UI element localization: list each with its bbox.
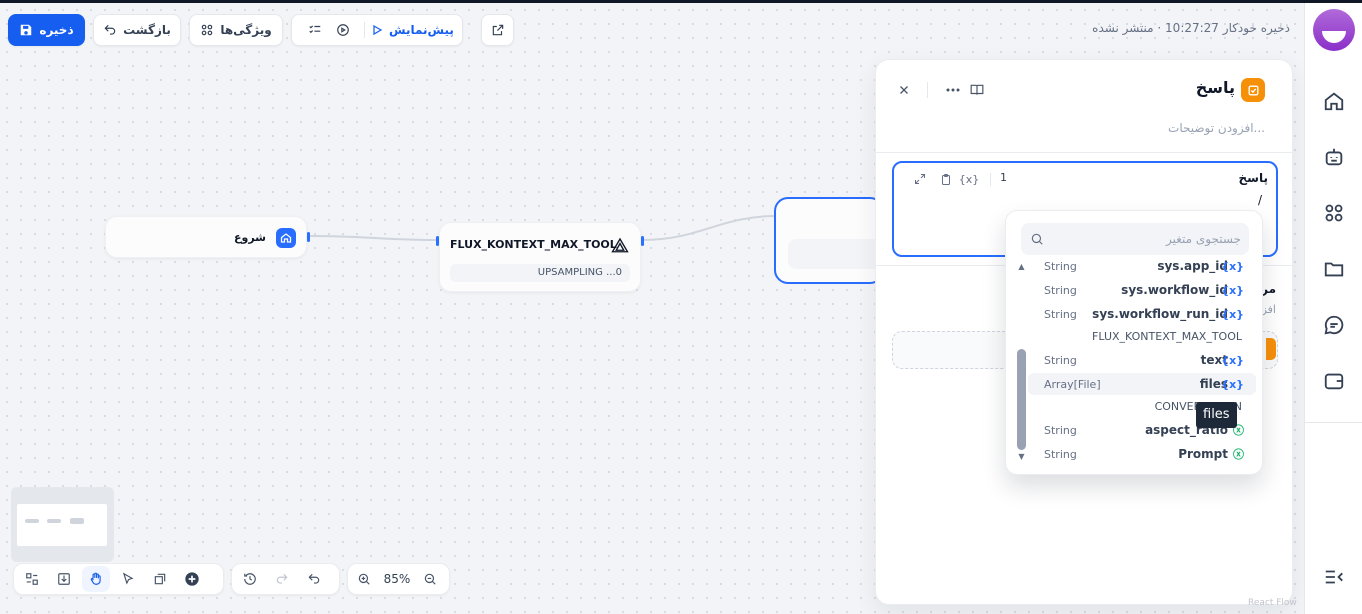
preview-label: پیش‌نمایش <box>389 23 454 37</box>
edge-start-to-tool <box>309 235 441 241</box>
features-button[interactable]: ویژگی‌ها <box>189 14 283 46</box>
variable-icon: {x} <box>1221 283 1244 297</box>
apps-grid-icon[interactable] <box>1318 197 1350 229</box>
tool-node-param: UPSAMPLING ...0 <box>450 264 630 282</box>
features-label: ویژگی‌ها <box>220 23 272 37</box>
history-tools <box>231 563 340 595</box>
more-options-icon[interactable] <box>942 80 964 100</box>
back-button[interactable]: بازگشت <box>93 14 181 46</box>
description-field[interactable]: افزودن توضیحات... <box>1168 121 1265 135</box>
scroll-down-arrow[interactable]: ▼ <box>1018 452 1025 461</box>
robot-icon[interactable] <box>1318 141 1350 173</box>
edges-layer <box>309 215 777 241</box>
wallet-icon[interactable] <box>1318 365 1350 397</box>
undo-arrow-icon <box>104 24 116 35</box>
close-icon[interactable] <box>893 80 915 100</box>
organize-icon[interactable] <box>18 566 46 592</box>
window-top-border <box>0 0 1362 3</box>
conversation-variable-icon: ⓧ <box>1233 424 1244 437</box>
editor-count: 1 <box>1000 171 1007 184</box>
answer-node[interactable] <box>774 197 884 284</box>
tool-node-in-handle[interactable] <box>436 236 439 246</box>
redo-icon[interactable] <box>268 566 296 592</box>
app-sidebar <box>1304 3 1362 614</box>
book-icon[interactable] <box>966 80 988 100</box>
variable-group-tool: FLUX_KONTEXT_MAX_TOOL <box>1092 330 1242 343</box>
zoom-in-icon[interactable] <box>352 566 376 592</box>
preview-button[interactable]: پیش‌نمایش <box>371 23 454 37</box>
history-icon[interactable] <box>236 566 264 592</box>
run-history-icon[interactable] <box>328 23 358 37</box>
variable-picker: ▲ ▼ String sys.app_id {x} String sys.wor… <box>1005 210 1263 475</box>
floppy-icon <box>21 24 32 36</box>
react-flow-attribution[interactable]: React Flow <box>1248 598 1297 608</box>
tooltip: files <box>1196 402 1237 428</box>
share-icon <box>492 24 503 36</box>
variable-icon: {x} <box>1221 377 1244 391</box>
panel-title[interactable]: پاسخ <box>1195 78 1235 97</box>
avatar[interactable] <box>1313 9 1355 51</box>
tool-node-title: FLUX_KONTEXT_MAX_TOOL <box>450 238 617 251</box>
export-image-icon[interactable] <box>50 566 78 592</box>
insert-variable-icon[interactable]: {x} <box>958 172 980 186</box>
save-button[interactable]: ذخیره <box>8 14 85 46</box>
variable-icon: {x} <box>1221 307 1244 321</box>
folder-icon[interactable] <box>1318 253 1350 285</box>
home-icon <box>276 228 296 248</box>
zoom-out-icon[interactable] <box>418 566 442 592</box>
variable-icon: {x} <box>1221 259 1244 273</box>
variable-search-input[interactable] <box>1051 223 1241 255</box>
pointer-tool-icon[interactable] <box>114 566 142 592</box>
editor-content[interactable]: / <box>1257 193 1262 207</box>
add-note-icon[interactable] <box>146 566 174 592</box>
variable-row[interactable]: String text {x} <box>1044 353 1244 367</box>
apps-icon <box>202 24 213 36</box>
answer-node-icon <box>1241 78 1265 102</box>
clipboard-icon[interactable] <box>937 170 955 188</box>
hand-tool-icon[interactable] <box>82 566 110 592</box>
checklist-icon[interactable] <box>302 23 328 37</box>
variable-search <box>1021 223 1249 255</box>
triangle-logo-icon <box>610 235 630 255</box>
autosave-status: ذخیره خودکار 10:27:27 · منتشر نشده <box>1092 21 1290 35</box>
chat-icon[interactable] <box>1318 309 1350 341</box>
start-node-handle[interactable] <box>307 232 310 242</box>
scroll-up-arrow[interactable]: ▲ <box>1018 262 1025 271</box>
edge-tool-to-answer <box>641 215 777 241</box>
variable-row[interactable]: String sys.workflow_id {x} <box>1044 283 1244 297</box>
publish-button[interactable] <box>481 14 514 46</box>
dropdown-scrollbar[interactable] <box>1017 349 1026 450</box>
variable-row-hovered[interactable]: Array[File] files {x} <box>1028 373 1256 395</box>
collapse-sidebar-icon[interactable] <box>1318 561 1350 593</box>
back-label: بازگشت <box>123 23 171 37</box>
home-nav-icon[interactable] <box>1318 85 1350 117</box>
tool-node[interactable]: FLUX_KONTEXT_MAX_TOOL UPSAMPLING ...0 <box>439 222 641 292</box>
play-icon <box>373 24 383 36</box>
variable-row[interactable]: String Prompt ⓧ <box>1044 447 1244 461</box>
variable-icon: {x} <box>1221 353 1244 367</box>
expand-icon[interactable] <box>911 170 929 188</box>
tool-node-out-handle[interactable] <box>641 236 644 246</box>
conversation-variable-icon: ⓧ <box>1233 448 1244 461</box>
search-icon <box>1031 233 1043 245</box>
zoom-level[interactable]: 85% <box>383 572 411 586</box>
zoom-tools: 85% <box>347 563 450 595</box>
add-node-icon[interactable] <box>178 566 206 592</box>
preview-group: پیش‌نمایش <box>291 14 463 46</box>
undo-icon[interactable] <box>300 566 328 592</box>
editor-label: پاسخ <box>1238 171 1268 185</box>
start-node[interactable]: شروع <box>105 216 307 258</box>
minimap[interactable] <box>11 487 114 562</box>
variable-row[interactable]: String sys.workflow_run_id {x} <box>1044 307 1244 321</box>
sidebar-divider <box>1305 422 1362 423</box>
next-step-chip <box>1266 338 1276 360</box>
save-label: ذخیره <box>39 23 74 37</box>
variable-row[interactable]: String sys.app_id {x} <box>1044 259 1244 273</box>
start-node-title: شروع <box>233 231 266 244</box>
canvas-tools <box>13 563 224 595</box>
